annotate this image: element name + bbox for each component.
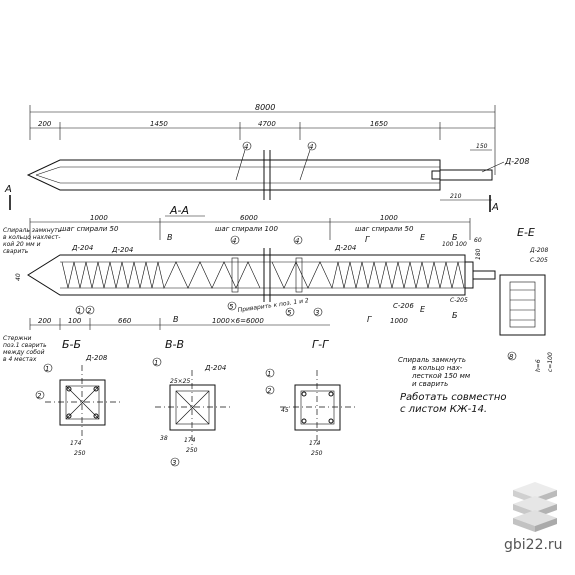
d204-right: Д-204 bbox=[334, 244, 356, 252]
vv-dim-38: 38 bbox=[160, 435, 168, 442]
site-logo bbox=[505, 476, 565, 536]
cut-e-top: Е bbox=[420, 233, 426, 242]
section-aa-title: А-А bbox=[169, 204, 189, 217]
spiral-pitch-50-right: шаг спирали 50 bbox=[355, 225, 414, 233]
dim-210: 210 bbox=[450, 193, 462, 200]
dim-1000-bottom: 1000 bbox=[390, 317, 408, 325]
pos-1-a: 1 bbox=[77, 307, 81, 315]
vv-d204: Д-204 bbox=[204, 364, 226, 372]
gg-dim-45: 45 bbox=[281, 407, 289, 414]
section-bb-view: Б-Б 174 250 Д-208 1 2 bbox=[35, 338, 120, 457]
site-watermark: gbi22.ru bbox=[504, 537, 563, 553]
spiral-note-right: Спираль замкнуть в кольцо нах- лесткой 1… bbox=[398, 356, 472, 388]
cut-g-bottom: Г bbox=[367, 315, 372, 324]
welding-note: Приварить к поз. 1 и 2 bbox=[237, 297, 309, 314]
d204-mid: Д-204 bbox=[111, 246, 133, 254]
gg-pos-2: 2 bbox=[267, 387, 272, 395]
cut-b-bottom: Б bbox=[452, 311, 458, 320]
dim-180: 180 bbox=[475, 248, 482, 260]
bb-pos-2: 2 bbox=[37, 392, 42, 400]
cut-a-right: А bbox=[491, 202, 499, 213]
rods-note: Стержни поз.1 сварить между собой в 4 ме… bbox=[3, 335, 49, 363]
dim-660: 660 bbox=[118, 317, 132, 325]
spiral-note-left: Спираль замкнуть в кольцо нахлест- кой 2… bbox=[3, 227, 63, 255]
gg-dim-174: 174 bbox=[309, 440, 321, 447]
vv-pos-1: 1 bbox=[154, 359, 158, 367]
dim-100-bottom: 100 bbox=[68, 317, 82, 325]
c206-label: С-206 bbox=[393, 302, 414, 310]
vv-dim-174: 174 bbox=[184, 437, 196, 444]
dim-4700: 4700 bbox=[258, 120, 276, 128]
gg-pos-1: 1 bbox=[267, 370, 271, 378]
vv-pos-3: 3 bbox=[172, 459, 176, 467]
dim-c100: c=100 bbox=[547, 352, 554, 372]
bb-dim-174: 174 bbox=[70, 440, 82, 447]
pos-2-a: 2 bbox=[87, 307, 92, 315]
section-vv-view: В-В 25×25 Д-204 174 250 38 1 3 bbox=[152, 338, 230, 467]
bb-d208: Д-208 bbox=[85, 354, 108, 362]
top-elevation: 8000 200 1450 4700 1650 150 210 Д-208 4 bbox=[4, 103, 529, 217]
pos-5-b: 5 bbox=[287, 309, 292, 317]
gg-dim-250: 250 bbox=[311, 450, 323, 457]
cut-a-left: А bbox=[4, 184, 12, 195]
vv-dim-250: 250 bbox=[186, 447, 198, 454]
section-gg-title: Г-Г bbox=[312, 338, 329, 351]
cut-e-bottom: Е bbox=[420, 305, 426, 314]
bb-pos-1: 1 bbox=[45, 365, 49, 373]
section-ee-title: Е-Е bbox=[517, 226, 535, 239]
section-bb-title: Б-Б bbox=[62, 338, 81, 351]
pos-5-a: 5 bbox=[229, 303, 234, 311]
cut-v-top: В bbox=[167, 233, 173, 242]
section-gg-view: Г-Г 174 250 45 1 2 bbox=[265, 338, 355, 457]
cut-v-bottom: В bbox=[173, 315, 179, 324]
work-note: Работать совместно с листом КЖ-14. bbox=[400, 391, 510, 415]
dim-150-right: 150 bbox=[476, 143, 488, 150]
pos-3-a: 3 bbox=[315, 309, 319, 317]
spiral-pitch-100: шаг спирали 100 bbox=[215, 225, 278, 233]
pos-4-b: 4 bbox=[309, 143, 313, 151]
label-d208-top: Д-208 bbox=[504, 157, 529, 166]
section-vv-title: В-В bbox=[165, 338, 184, 351]
cut-g-top: Г bbox=[365, 235, 370, 244]
dim-6000: 6000 bbox=[240, 214, 258, 222]
d208-e: Д-208 bbox=[529, 247, 548, 254]
spiral-pitch-50-left: шаг спирали 50 bbox=[60, 225, 119, 233]
c205-label: С-205 bbox=[450, 297, 468, 304]
cut-b-top: Б bbox=[452, 233, 458, 242]
dim-200-bottom: 200 bbox=[38, 317, 52, 325]
dim-h6: h=6 bbox=[535, 359, 542, 372]
dim-200-top: 200 bbox=[38, 120, 52, 128]
overall-dimension: 8000 bbox=[255, 103, 275, 112]
dim-1000-right: 1000 bbox=[380, 214, 398, 222]
d204-left: Д-204 bbox=[71, 244, 93, 252]
vv-dim-25x25: 25×25 bbox=[170, 378, 190, 385]
pos-4-c: 4 bbox=[232, 237, 236, 245]
pos-4-d: 4 bbox=[295, 237, 299, 245]
dim-1650: 1650 bbox=[370, 120, 388, 128]
pos-8: 8 bbox=[509, 353, 514, 361]
bb-dim-250: 250 bbox=[74, 450, 86, 457]
dim-1000-left: 1000 bbox=[90, 214, 108, 222]
c205-e: С-205 bbox=[530, 257, 548, 264]
dim-60: 60 bbox=[474, 237, 482, 244]
dim-100-100: 100 100 bbox=[442, 241, 467, 248]
section-ee-view: Е-Е Д-208 С-205 h=6 c=100 8 bbox=[499, 226, 554, 372]
stacked-slabs-icon bbox=[513, 482, 557, 532]
dim-1000x6: 1000×6=6000 bbox=[212, 317, 264, 325]
pos-4-a: 4 bbox=[244, 143, 248, 151]
dim-40-left: 40 bbox=[15, 273, 22, 281]
dim-1450: 1450 bbox=[150, 120, 168, 128]
